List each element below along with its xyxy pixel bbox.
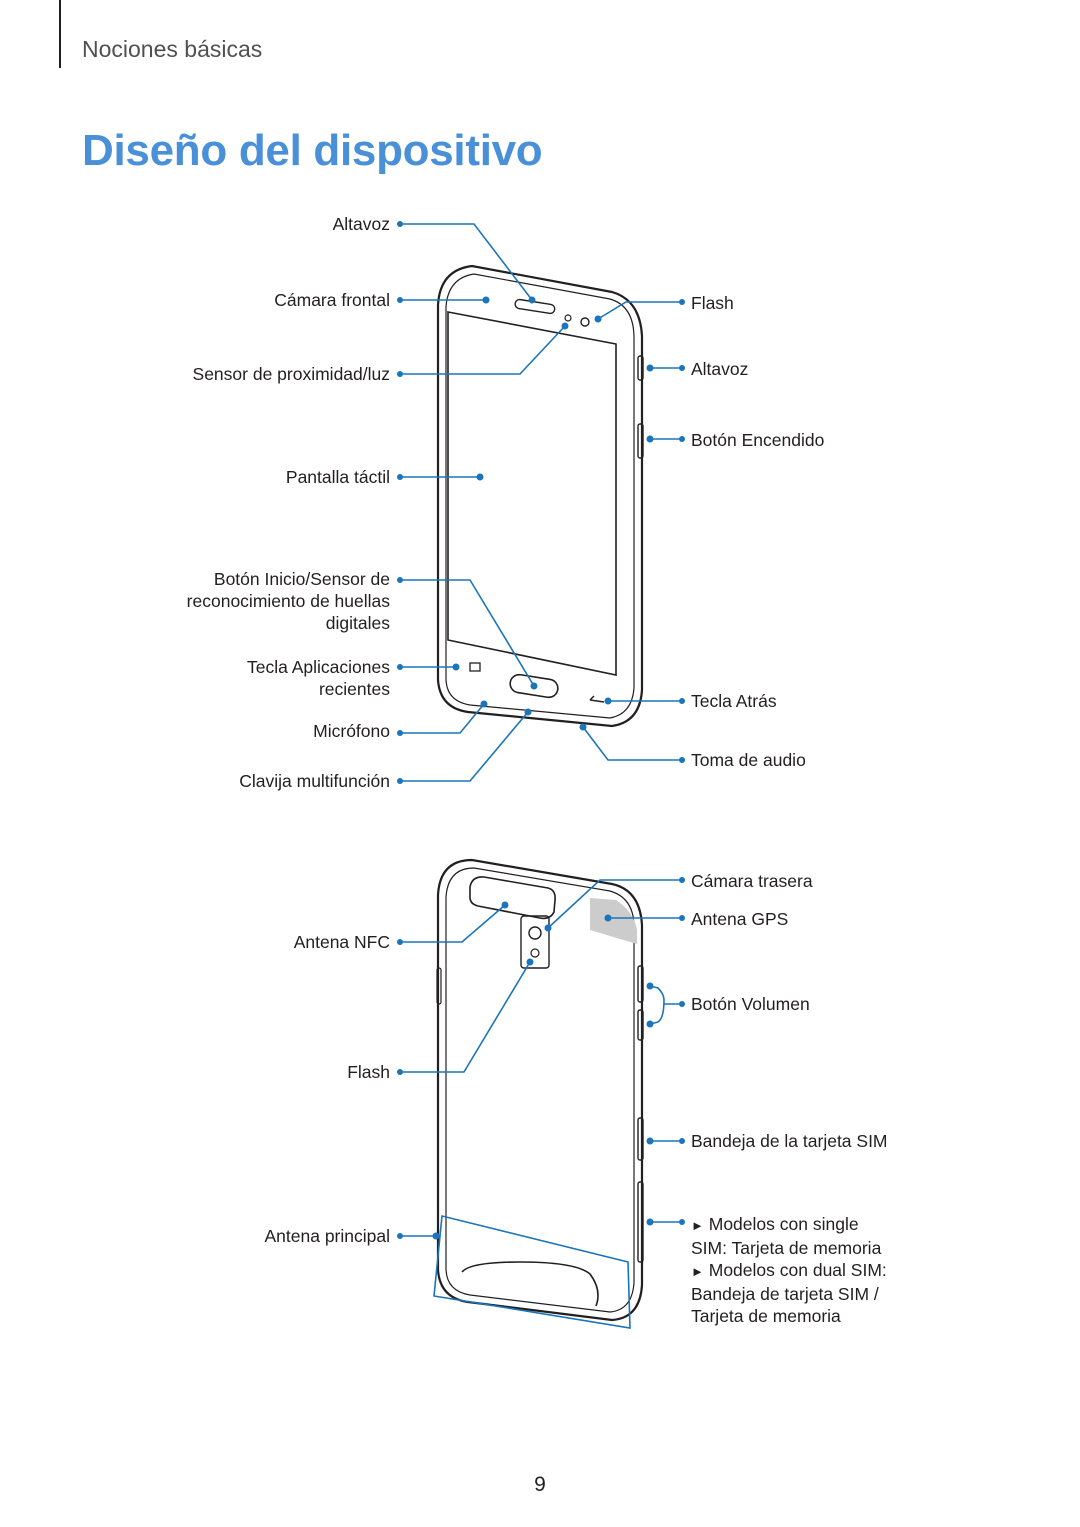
note-line-2: SIM: Tarjeta de memoria (691, 1238, 882, 1258)
note-line-1: ► Modelos con single (691, 1214, 859, 1234)
page-title: Diseño del dispositivo (82, 126, 543, 175)
label-sensor-proximidad: Sensor de proximidad/luz (192, 364, 390, 384)
page-number: 9 (534, 1473, 546, 1496)
label-tecla-aplicaciones: Tecla Aplicaciones recientes (247, 657, 390, 699)
back-phone-illustration (436, 858, 644, 1322)
callout-lines (400, 223, 682, 1329)
label-pantalla-tactil: Pantalla táctil (285, 467, 390, 487)
label-microfono: Micrófono (313, 721, 390, 741)
label-boton-volumen: Botón Volumen (691, 994, 810, 1014)
note-line-5: Tarjeta de memoria (691, 1306, 841, 1326)
label-camara-frontal: Cámara frontal (274, 290, 390, 310)
gps-antenna-area (590, 898, 637, 944)
label-toma-audio: Toma de audio (691, 750, 806, 770)
label-antena-gps: Antena GPS (691, 909, 789, 929)
header-rule (59, 0, 61, 68)
label-flash-trasero: Flash (347, 1062, 390, 1082)
label-boton-encendido: Botón Encendido (691, 430, 825, 450)
label-bandeja-sim: Bandeja de la tarjeta SIM (691, 1131, 888, 1151)
label-antena-principal: Antena principal (264, 1226, 391, 1246)
bullet-icon: ► (691, 1264, 704, 1279)
callout-dots (397, 221, 685, 1240)
front-phone-illustration (436, 264, 644, 728)
section-title: Nociones básicas (82, 36, 263, 62)
label-clavija-multifuncion: Clavija multifunción (239, 771, 390, 791)
label-tecla-atras: Tecla Atrás (691, 691, 777, 711)
note-line-4: Bandeja de tarjeta SIM / (691, 1284, 879, 1304)
label-altavoz-lateral: Altavoz (691, 359, 749, 379)
memory-card-note: ► Modelos con single SIM: Tarjeta de mem… (691, 1213, 887, 1327)
label-antena-nfc: Antena NFC (293, 932, 390, 952)
label-camara-trasera: Cámara trasera (691, 871, 813, 891)
label-altavoz: Altavoz (332, 214, 390, 234)
note-line-3: ► Modelos con dual SIM: (691, 1260, 887, 1280)
label-boton-inicio: Botón Inicio/Sensor de reconocimiento de… (186, 569, 390, 633)
bullet-icon: ► (691, 1218, 704, 1233)
label-flash: Flash (691, 293, 734, 313)
